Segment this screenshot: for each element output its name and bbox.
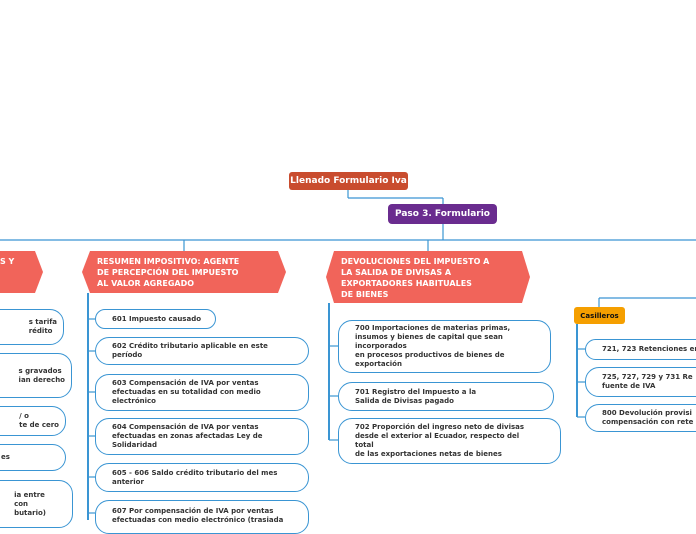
devoluciones-item-700[interactable]: 700 Importaciones de materias primas, in…	[338, 320, 551, 373]
item-text: 701 Registro del Impuesto a la Salida de…	[355, 387, 477, 405]
resumen-item-603[interactable]: 603 Compensación de IVA por ventas efect…	[95, 374, 309, 411]
root-node[interactable]: Llenado Formulario Iva	[289, 172, 408, 190]
resumen-item-605-606[interactable]: 605 - 606 Saldo crédito tributario del m…	[95, 463, 309, 492]
left-item-2[interactable]: s gravados ian derecho	[0, 353, 72, 398]
item-text: 607 Por compensación de IVA por ventas e…	[112, 507, 284, 524]
item-text: 601 Impuesto causado	[112, 314, 202, 323]
casilleros-item-721[interactable]: 721, 723 Retenciones en	[585, 339, 696, 360]
resumen-item-607[interactable]: 607 Por compensación de IVA por ventas e…	[95, 500, 309, 534]
connector-lines	[0, 190, 696, 520]
left-item-5[interactable]: ia entre con butario)	[0, 480, 73, 528]
left-item-3[interactable]: / o te de cero	[0, 406, 66, 436]
casilleros-item-725[interactable]: 725, 727, 729 y 731 Re fuente de IVA	[585, 367, 696, 397]
left-section-title: S Y	[0, 257, 15, 266]
left-item-text: s tarifa rédito	[28, 318, 57, 335]
left-item-1[interactable]: s tarifa rédito	[0, 309, 64, 345]
section-devoluciones[interactable]: DEVOLUCIONES DEL IMPUESTO A LA SALIDA DE…	[326, 251, 530, 303]
paso-3-node[interactable]: Paso 3. Formulario	[388, 204, 497, 224]
left-item-text: / o te de cero	[19, 412, 59, 429]
devoluciones-item-701[interactable]: 701 Registro del Impuesto a la Salida de…	[338, 382, 554, 411]
item-text: 800 Devolución provisi compensación con …	[602, 409, 694, 426]
resumen-item-604[interactable]: 604 Compensación de IVA por ventas efect…	[95, 418, 309, 455]
resumen-item-601[interactable]: 601 Impuesto causado	[95, 309, 216, 329]
item-text: 603 Compensación de IVA por ventas efect…	[112, 379, 261, 405]
item-text: 604 Compensación de IVA por ventas efect…	[112, 423, 263, 449]
left-item-text: es	[1, 453, 10, 461]
resumen-item-602[interactable]: 602 Crédito tributario aplicable en este…	[95, 337, 309, 365]
section-resumen-impositivo[interactable]: RESUMEN IMPOSITIVO: AGENTE DE PERCEPCIÓN…	[82, 251, 286, 293]
left-item-text: s gravados ian derecho	[18, 366, 65, 384]
section-casilleros[interactable]: Casilleros	[574, 307, 625, 324]
item-text: 700 Importaciones de materias primas, in…	[355, 324, 511, 368]
item-text: 602 Crédito tributario aplicable en este…	[112, 342, 268, 359]
item-text: 702 Proporción del ingreso neto de divis…	[355, 423, 525, 458]
left-item-4[interactable]: es	[0, 444, 66, 471]
item-text: 725, 727, 729 y 731 Re fuente de IVA	[602, 373, 693, 390]
item-text: 605 - 606 Saldo crédito tributario del m…	[112, 468, 278, 486]
casilleros-item-800[interactable]: 800 Devolución provisi compensación con …	[585, 404, 696, 432]
item-text: 721, 723 Retenciones en	[602, 345, 696, 353]
left-section-node[interactable]: S Y	[0, 251, 43, 293]
left-item-text: ia entre con butario)	[14, 490, 46, 517]
devoluciones-item-702[interactable]: 702 Proporción del ingreso neto de divis…	[338, 418, 561, 464]
